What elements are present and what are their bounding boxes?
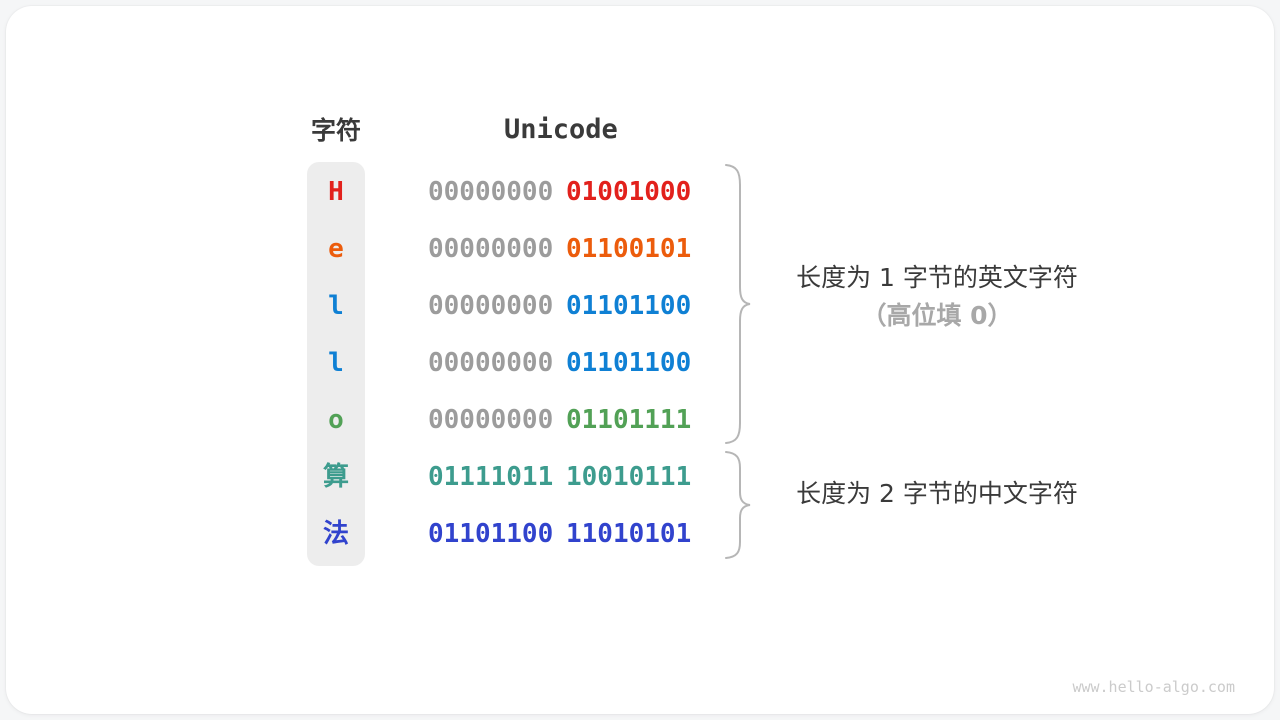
encoding-table: H 00000000 01001000 e 00000000 01100101 … [6,164,1274,564]
character-cell: e [328,234,344,264]
table-row: o 00000000 01101111 [6,392,1274,449]
annotation-chinese-text: 长度为 2 字节的中文字符 [796,479,1078,508]
table-row: e 00000000 01100101 [6,221,1274,278]
annotation-english: 长度为 1 字节的英文字符 （高位填 0） [772,259,1102,335]
table-row: l 00000000 01101100 [6,335,1274,392]
byte-low: 01101100 [566,348,692,378]
byte-high: 00000000 [428,291,554,321]
byte-high: 01101100 [428,519,554,549]
character-cell: o [328,405,344,435]
byte-high: 00000000 [428,177,554,207]
character-cell: l [328,348,344,378]
character-cell: l [328,291,344,321]
byte-low: 01101111 [566,405,692,435]
watermark-url: www.hello-algo.com [1072,678,1235,696]
brace-chinese-group-icon [725,451,751,559]
table-row: 算 01111011 10010111 [6,449,1274,506]
annotation-english-note: （高位填 0） [861,301,1013,330]
byte-high: 00000000 [428,348,554,378]
byte-low: 01100101 [566,234,692,264]
byte-low: 01101100 [566,291,692,321]
character-column-background [307,162,365,566]
character-cell: 算 [322,462,349,492]
character-cell: H [328,177,344,207]
byte-low: 01001000 [566,177,692,207]
column-header-char: 字符 [310,116,361,145]
character-cell: 法 [322,519,349,549]
annotation-english-text: 长度为 1 字节的英文字符 [796,263,1078,292]
brace-english-group-icon [725,164,751,444]
annotation-chinese: 长度为 2 字节的中文字符 [772,475,1102,513]
byte-high: 00000000 [428,405,554,435]
diagram-card: 字符 Unicode H 00000000 01001000 e 0000000… [6,6,1274,714]
byte-low: 10010111 [566,462,692,492]
byte-low: 11010101 [566,519,692,549]
column-header-unicode: Unicode [504,114,618,145]
byte-high: 00000000 [428,234,554,264]
table-row: 法 01101100 11010101 [6,506,1274,563]
table-row: H 00000000 01001000 [6,164,1274,221]
table-row: l 00000000 01101100 [6,278,1274,335]
byte-high: 01111011 [428,462,554,492]
